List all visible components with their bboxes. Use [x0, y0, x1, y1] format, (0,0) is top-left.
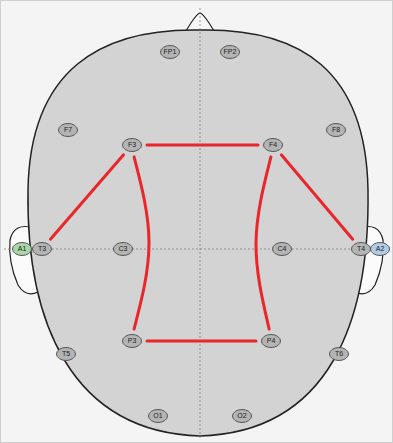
head	[28, 30, 368, 436]
electrode-label: C3	[119, 245, 128, 253]
electrode-label: T5	[62, 350, 70, 358]
electrode: O1	[148, 409, 168, 423]
electrode: T6	[329, 347, 349, 361]
electrode-label: A2	[376, 245, 385, 253]
electrode-label: F4	[269, 141, 277, 149]
electrode: P3	[122, 334, 142, 348]
electrode: F8	[326, 123, 346, 137]
electrode-label: F8	[332, 126, 340, 134]
montage-line	[256, 157, 271, 329]
electrode: A2	[370, 242, 390, 256]
electrode-label: F3	[128, 141, 136, 149]
electrode: FP1	[160, 45, 180, 59]
electrode: FP2	[220, 45, 240, 59]
electrode-label: FP1	[164, 48, 177, 56]
electrode-label: T3	[38, 245, 46, 253]
electrode: P4	[261, 334, 281, 348]
electrode-label: F7	[64, 126, 72, 134]
electrode: F3	[122, 138, 142, 152]
electrode: C3	[113, 242, 133, 256]
electrode: T4	[351, 242, 371, 256]
electrode-label: O2	[237, 412, 246, 420]
electrode-label: FP2	[224, 48, 237, 56]
electrode: T5	[56, 347, 76, 361]
midline	[200, 8, 201, 440]
montage-line	[134, 157, 149, 329]
electrode: F7	[58, 123, 78, 137]
electrode-label: O1	[153, 412, 162, 420]
electrode: A1	[12, 242, 32, 256]
montage-line	[281, 155, 352, 239]
electrode: F4	[263, 138, 283, 152]
electrode-label: P3	[128, 337, 137, 345]
electrode-label: T4	[357, 245, 365, 253]
electrode-label: A1	[18, 245, 27, 253]
electrode: C4	[272, 242, 292, 256]
electrode-label: P4	[267, 337, 276, 345]
electrode: T3	[32, 242, 52, 256]
electrode-label: C4	[278, 245, 287, 253]
coronal-line	[4, 249, 389, 250]
electrode-label: T6	[335, 350, 343, 358]
montage-line	[50, 155, 123, 239]
electrode: O2	[232, 409, 252, 423]
montage-line	[147, 144, 258, 147]
montage-line	[147, 340, 256, 343]
